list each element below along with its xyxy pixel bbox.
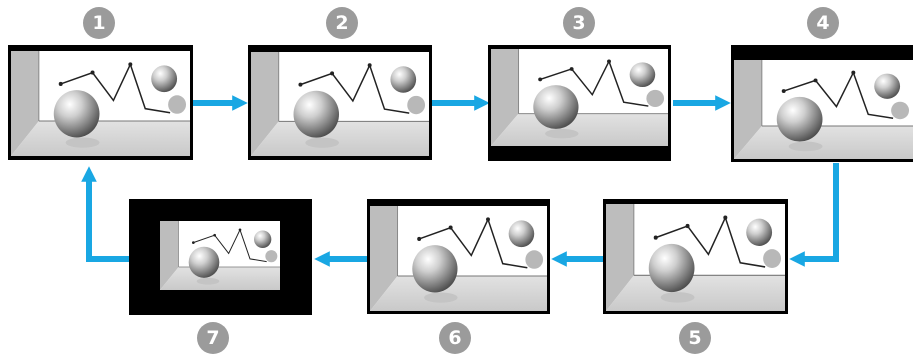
scene-picture-icon [11,51,190,156]
flow-arrow-icon [81,166,129,262]
step-5-screen [603,199,788,314]
step-number-badge: 6 [439,322,471,354]
step-number-badge: 4 [807,7,839,39]
step-number-badge: 2 [326,7,358,39]
step-4-screen [731,45,913,162]
step-number-badge: 3 [563,7,595,39]
step-number-badge: 5 [679,322,711,354]
scene-picture-icon [606,204,785,311]
step-number-badge: 7 [197,322,229,354]
scene-picture-icon [370,206,547,311]
scene-picture-icon [491,49,668,146]
step-2-screen [248,45,432,160]
scene-picture-icon [160,221,280,290]
scene-picture-icon [251,52,429,156]
step-1-screen [8,45,193,160]
step-number-badge: 1 [83,7,115,39]
step-6-screen [367,199,550,314]
step-7-screen [129,199,312,315]
flow-arrow-icon [789,163,839,267]
step-3-screen [488,45,671,161]
scene-picture-icon [734,60,913,159]
